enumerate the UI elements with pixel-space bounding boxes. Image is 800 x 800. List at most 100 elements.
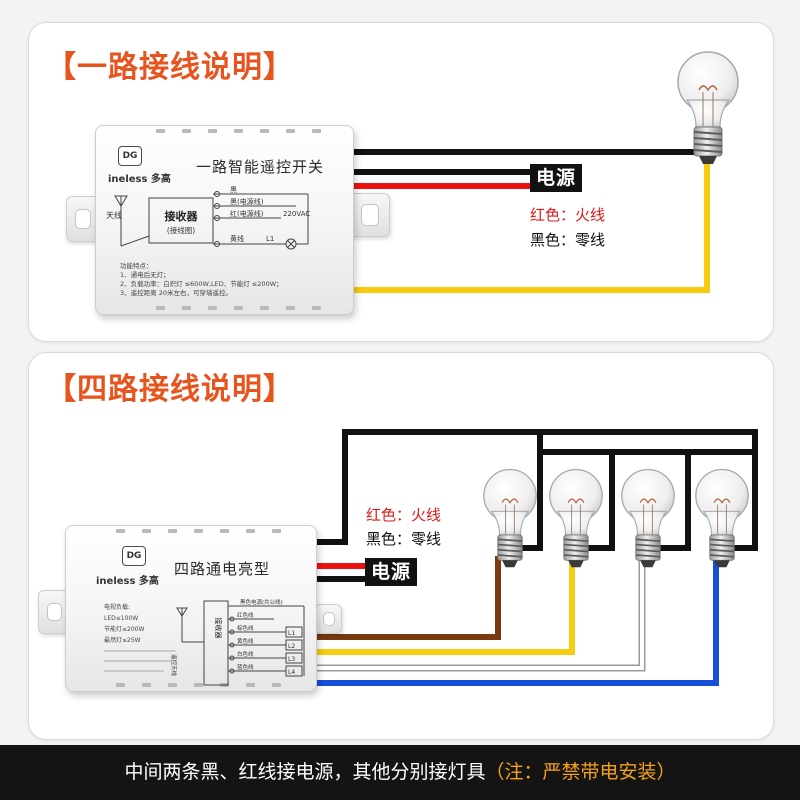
one-way-receiver-device: DG ineless 多高 一路智能遥控开关 天线 接收器 (接线图) 黑 黑(…: [95, 125, 354, 315]
light-bulb-icon: [620, 468, 676, 569]
brand-logo: DG: [122, 546, 146, 566]
antenna-icon: [176, 607, 188, 617]
terminal-icon: [229, 629, 235, 635]
load-label: L3: [288, 656, 295, 663]
vent-slot: [208, 306, 217, 310]
wire-label: 黑: [230, 186, 237, 194]
four-way-legend: 红色：火线 黑色：零线: [366, 504, 441, 549]
vent-slot: [246, 529, 255, 533]
internal-wiring-schematic: 天线 接收器 (接线图) 黑 黑(电源线) 红(电源线) 220VAC 黄线 L…: [106, 186, 310, 250]
four-way-neutral-rail-wire: [312, 429, 758, 551]
light-bulb-icon: [694, 468, 750, 569]
features-text: 功能特点： 1、通电后无灯； 2、负载功率：白炽灯 ≤600W,LED、节能灯 …: [120, 262, 283, 298]
wire-label: 黄色线: [237, 637, 254, 645]
load-box: [285, 665, 303, 677]
vent-slot: [312, 129, 321, 133]
blue-load-wire: [312, 556, 719, 686]
load-box: [285, 652, 303, 664]
vent-slot: [272, 683, 281, 687]
four-way-title: 【四路接线说明】: [46, 372, 294, 407]
wire-label: 黄线: [230, 234, 244, 243]
load-label: L4: [288, 669, 295, 676]
one-way-power-label: 电源: [530, 164, 582, 192]
mounting-hole: [47, 603, 62, 621]
one-way-title: 【一路接线说明】: [46, 50, 294, 85]
fine-print-line: [104, 660, 172, 662]
wire-label: 黑色电源(共公线): [240, 598, 283, 606]
brown-load-wire: [312, 556, 501, 640]
terminal-icon: [229, 616, 235, 622]
light-bulb-icon: [548, 468, 604, 569]
voltage-label: 220VAC: [283, 210, 310, 218]
legend-red-live: 红色：火线: [530, 206, 606, 224]
footer-instruction: 中间两条黑、红线接电源，其他分别接灯具: [124, 761, 486, 783]
light-bulb-icon: [482, 468, 538, 569]
feature-item: 1、通电后无灯；: [120, 271, 170, 279]
device-model: 四路通电亮型: [174, 560, 271, 578]
lamp-cross: [287, 240, 295, 248]
footer-notice-bar: 中间两条黑、红线接电源，其他分别接灯具（注：严禁带电安装）: [0, 745, 800, 800]
mounting-tab: [314, 604, 342, 634]
receiver-sublabel: (接线图): [167, 225, 195, 235]
device-model: 一路智能遥控开关: [196, 158, 325, 176]
vent-slot: [142, 529, 151, 533]
yellow-load-wire: [312, 556, 575, 655]
receiver-label: 接收器: [214, 618, 223, 639]
vent-slot: [194, 683, 203, 687]
mounting-tab: [38, 590, 70, 634]
vent-slot: [116, 529, 125, 533]
mounting-hole: [323, 612, 335, 626]
antenna-lead: [120, 235, 150, 247]
internal-wiring-schematic: 遥控天线 接收器 黑色电源(共公线) 红色线 棕色线 黄色线 白色线 蓝色线 L…: [170, 598, 305, 686]
legend-red-live: 红色：火线: [366, 506, 442, 524]
wire-label: 红(电源线): [230, 209, 264, 218]
mounting-hole: [361, 204, 379, 226]
mounting-tab: [66, 196, 100, 242]
brand-name: ineless 多高: [108, 174, 171, 185]
vent-slot: [168, 683, 177, 687]
brand-logo: DG: [118, 146, 142, 166]
antenna-label: 天线: [106, 210, 122, 220]
antenna-icon: [114, 195, 128, 207]
antenna-label: 遥控天线: [170, 654, 178, 677]
vent-slot: [182, 306, 191, 310]
mounting-hole: [75, 209, 91, 229]
terminal-icon: [229, 668, 235, 674]
receiver-box: [148, 197, 214, 244]
one-way-yellow-load-wire: [345, 162, 710, 293]
spec-item: LED≤100W: [104, 615, 139, 622]
wire-label: 蓝色线: [237, 663, 254, 671]
terminal-icon: [214, 241, 220, 247]
vent-slot: [208, 129, 217, 133]
spec-item: 最然灯≤25W: [104, 637, 141, 644]
one-way-legend: 红色：火线 黑色：零线: [530, 204, 605, 250]
feature-item: 3、遥控距离 20米左右，可穿墙遥控。: [120, 289, 232, 297]
vent-slot: [312, 306, 321, 310]
wire-label: 红色线: [237, 611, 254, 619]
vent-slot: [272, 529, 281, 533]
wire-label: 黑(电源线): [230, 197, 264, 206]
vent-slot: [116, 683, 125, 687]
terminal-icon: [229, 655, 235, 661]
vent-slot: [234, 306, 243, 310]
receiver-box: [203, 600, 229, 686]
load-box: [285, 639, 303, 651]
vent-slot: [142, 683, 151, 687]
fine-print-line: [104, 650, 176, 652]
vent-slot: [286, 129, 295, 133]
vent-slot: [182, 129, 191, 133]
specs-text: 电视负载: LED≤100W 节能灯≤200W 最然灯≤25W: [104, 602, 144, 646]
spec-item: 电视负载:: [104, 604, 131, 611]
brand-name: ineless 多高: [96, 576, 159, 587]
terminal-icon: [214, 203, 220, 209]
light-bulb-icon: [677, 51, 739, 165]
vent-slot: [156, 306, 165, 310]
vent-slot: [234, 129, 243, 133]
receiver-label: 接收器: [165, 209, 199, 223]
load-label: L1: [266, 235, 274, 243]
vent-slot: [246, 683, 255, 687]
vent-slot: [220, 529, 229, 533]
wire-label: 白色线: [237, 650, 254, 658]
white-load-wire: [312, 556, 644, 670]
